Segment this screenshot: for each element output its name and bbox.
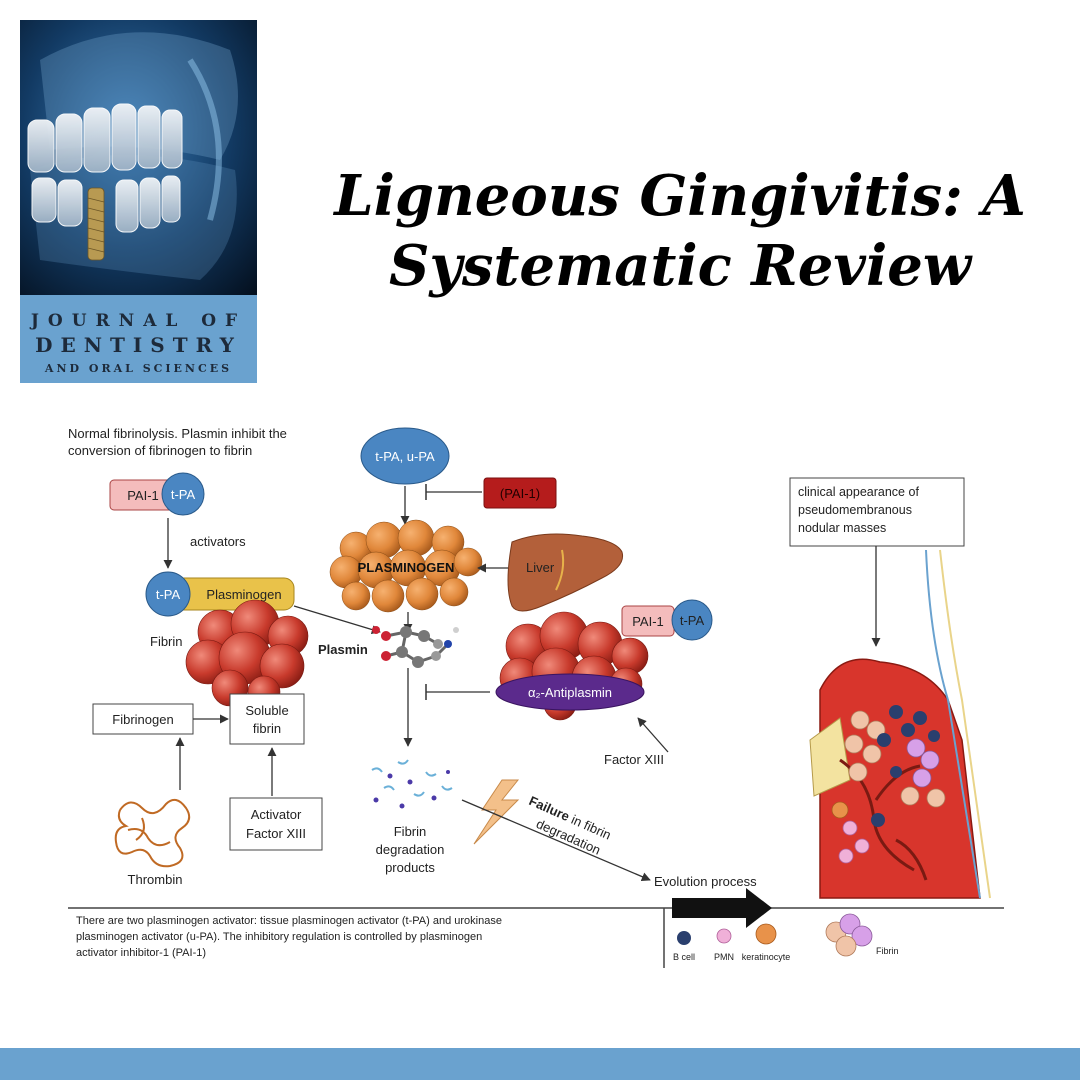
plasminogen-cluster [329, 519, 483, 613]
plasminogen-pill-label: Plasminogen [206, 587, 281, 602]
fdp-line3: products [385, 860, 435, 875]
activators-label: activators [190, 534, 246, 549]
activator-factor-line2: Factor XIII [246, 826, 306, 841]
antiplasmin-label: α₂-Antiplasmin [528, 685, 612, 700]
journal-cover: JOURNAL OF DENTISTRY AND ORAL SCIENCES [20, 20, 257, 383]
fibrin-label: Fibrin [150, 634, 183, 649]
legend-keratinocyte-icon [755, 923, 777, 945]
legend-keratinocyte-label: keratinocyte [742, 952, 791, 962]
legend-pmn-label: PMN [714, 952, 734, 962]
pill-to-plasmin-arrow [293, 605, 381, 634]
soluble-fibrin-line2: fibrin [253, 721, 281, 736]
fdp-fragments [371, 759, 453, 809]
plasminogen-main-label: PLASMINOGEN [358, 560, 455, 575]
footnote-line1: There are two plasminogen activator: tis… [76, 915, 502, 927]
activator-factor-box [229, 797, 323, 851]
tpa-circle-right [671, 599, 713, 641]
clinical-line1: clinical appearance of [798, 485, 919, 499]
gingiva-illustration [809, 549, 991, 899]
fdp-line1: Fibrin [394, 824, 427, 839]
antiplasmin-ellipse [495, 673, 645, 711]
fibrinolysis-diagram: Normal fibrinolysis. Plasmin inhibit the… [68, 426, 1004, 968]
legend-bcell-icon [677, 931, 691, 945]
legend-fibrin-icon [825, 913, 873, 957]
journal-name-line3: AND ORAL SCIENCES [44, 362, 233, 375]
evolution-arrow-line [461, 799, 651, 881]
fibrinogen-label: Fibrinogen [112, 712, 173, 727]
activator-factor-line1: Activator [251, 807, 302, 822]
intro-line1: Normal fibrinolysis. Plasmin inhibit the [68, 426, 287, 441]
lightning-icon [473, 779, 520, 845]
clinical-line2: pseudomembranous [798, 503, 912, 517]
evolution-arrowhead [746, 888, 772, 928]
pai1-label-left: PAI-1 [127, 488, 159, 503]
tpa-label-pill: t-PA [156, 587, 181, 602]
tpa-label-right: t-PA [680, 613, 705, 628]
tpa-upa-ellipse [360, 427, 450, 485]
thrombin-molecule [114, 798, 191, 868]
clinical-box [789, 477, 965, 547]
journal-name-line2: DENTISTRY [35, 333, 242, 357]
liver-vessel [555, 549, 565, 591]
fibrin-clot-left [185, 599, 309, 709]
liver-shape [507, 533, 624, 612]
pai1-dark-label: (PAI-1) [500, 486, 540, 501]
factor-xiii-arrow [637, 717, 669, 753]
tpa-circle-pill [145, 571, 191, 617]
evolution-label: Evolution process [654, 874, 757, 889]
cover-title-band [20, 295, 257, 383]
pai1-label-right: PAI-1 [632, 614, 664, 629]
fibrinogen-box [92, 703, 194, 735]
soluble-fibrin-box [229, 693, 305, 745]
footnote-line3: activator inhibitor-1 (PAI-1) [76, 947, 206, 959]
tpa-upa-label: t-PA, u-PA [375, 449, 435, 464]
intro-line2: conversion of fibrinogen to fibrin [68, 443, 252, 458]
plasmin-label: Plasmin [318, 642, 368, 657]
bottom-accent-bar [0, 1048, 1080, 1080]
thrombin-label: Thrombin [128, 872, 183, 887]
plasmin-molecule [372, 626, 459, 668]
cover-xray-image [20, 20, 257, 295]
liver-label: Liver [526, 560, 555, 575]
evolution-bar [672, 898, 746, 918]
legend-pmn-icon [716, 928, 732, 944]
fdp-line2: degradation [376, 842, 445, 857]
factor-xiii-label: Factor XIII [604, 752, 664, 767]
pai1-dark-box [483, 477, 557, 509]
legend-fibrin-label: Fibrin [876, 946, 899, 956]
journal-name-line1: JOURNAL OF [30, 311, 247, 331]
clinical-line3: nodular masses [798, 521, 886, 535]
page-title-line2: Systematic Review [388, 233, 972, 299]
tpa-label-left: t-PA [171, 487, 196, 502]
legend-bcell-label: B cell [673, 952, 695, 962]
tpa-circle-left [161, 472, 205, 516]
footnote-line2: plasminogen activator (u-PA). The inhibi… [76, 931, 482, 943]
page-title-line1: Ligneous Gingivitis: A [334, 163, 1026, 229]
soluble-fibrin-line1: Soluble [245, 703, 288, 718]
